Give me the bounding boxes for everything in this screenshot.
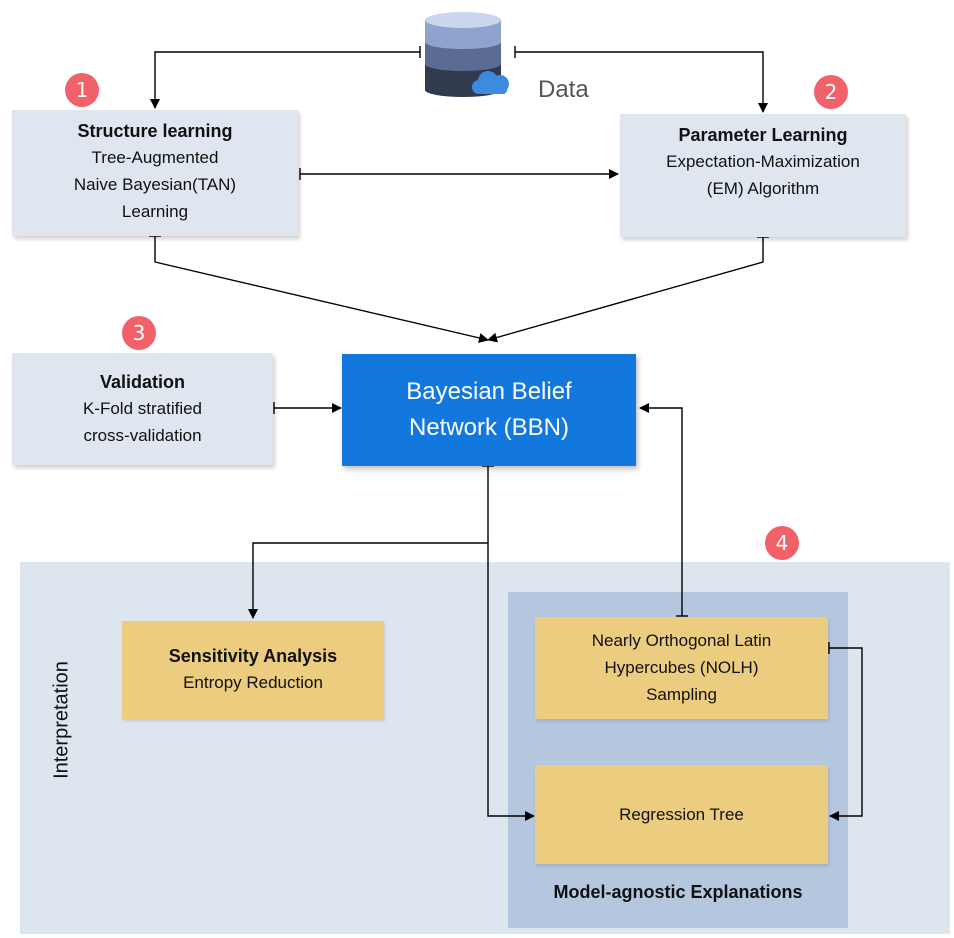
parameter-line-1: Expectation-Maximization bbox=[666, 152, 860, 171]
bbn-line-2: Network (BBN) bbox=[408, 414, 570, 441]
step-badge-2: 2 bbox=[814, 75, 848, 109]
sensitivity-analysis-box: Sensitivity Analysis Entropy Reduction bbox=[122, 621, 384, 719]
nolh-line-1: Nearly Orthogonal Latin bbox=[591, 631, 772, 650]
step-badge-1: 1 bbox=[65, 73, 99, 107]
validation-title: Validation bbox=[99, 372, 186, 392]
parameter-line-2: (EM) Algorithm bbox=[706, 179, 820, 198]
data-label: Data bbox=[538, 76, 589, 103]
structure-line-2: Naive Bayesian(TAN) bbox=[73, 175, 237, 194]
nolh-line-2: Hypercubes (NOLH) bbox=[604, 658, 759, 677]
structure-line-3: Learning bbox=[121, 202, 189, 221]
validation-line-2: cross-validation bbox=[83, 426, 202, 445]
regression-tree-box: Regression Tree bbox=[535, 765, 828, 864]
nolh-line-3: Sampling bbox=[646, 685, 717, 704]
sensitivity-title: Sensitivity Analysis bbox=[168, 646, 338, 666]
arrow-parameter-to-bbn bbox=[487, 237, 764, 343]
step-badge-3: 3 bbox=[122, 316, 156, 350]
bbn-box: Bayesian Belief Network (BBN) bbox=[342, 354, 636, 466]
structure-learning-box: Structure learning Tree-Augmented Naive … bbox=[12, 110, 298, 236]
interpretation-label: Interpretation bbox=[50, 661, 73, 779]
arrow-data-to-structure bbox=[150, 51, 420, 109]
structure-title: Structure learning bbox=[77, 121, 233, 141]
sensitivity-line-1: Entropy Reduction bbox=[183, 673, 323, 692]
arrow-structure-to-bbn bbox=[154, 236, 489, 343]
model-agnostic-label: Model-agnostic Explanations bbox=[553, 882, 803, 902]
structure-line-1: Tree-Augmented bbox=[91, 148, 219, 167]
bbn-line-1: Bayesian Belief bbox=[406, 378, 572, 405]
database-icon bbox=[420, 8, 515, 98]
parameter-title: Parameter Learning bbox=[678, 125, 848, 145]
step-badge-4: 4 bbox=[765, 526, 799, 560]
regression-tree-label: Regression Tree bbox=[619, 805, 744, 824]
validation-box: Validation K-Fold stratified cross-valid… bbox=[12, 353, 273, 465]
nolh-sampling-box: Nearly Orthogonal Latin Hypercubes (NOLH… bbox=[535, 617, 828, 719]
cloud-icon bbox=[472, 71, 509, 94]
validation-line-1: K-Fold stratified bbox=[82, 399, 203, 418]
parameter-learning-box: Parameter Learning Expectation-Maximizat… bbox=[620, 114, 906, 237]
